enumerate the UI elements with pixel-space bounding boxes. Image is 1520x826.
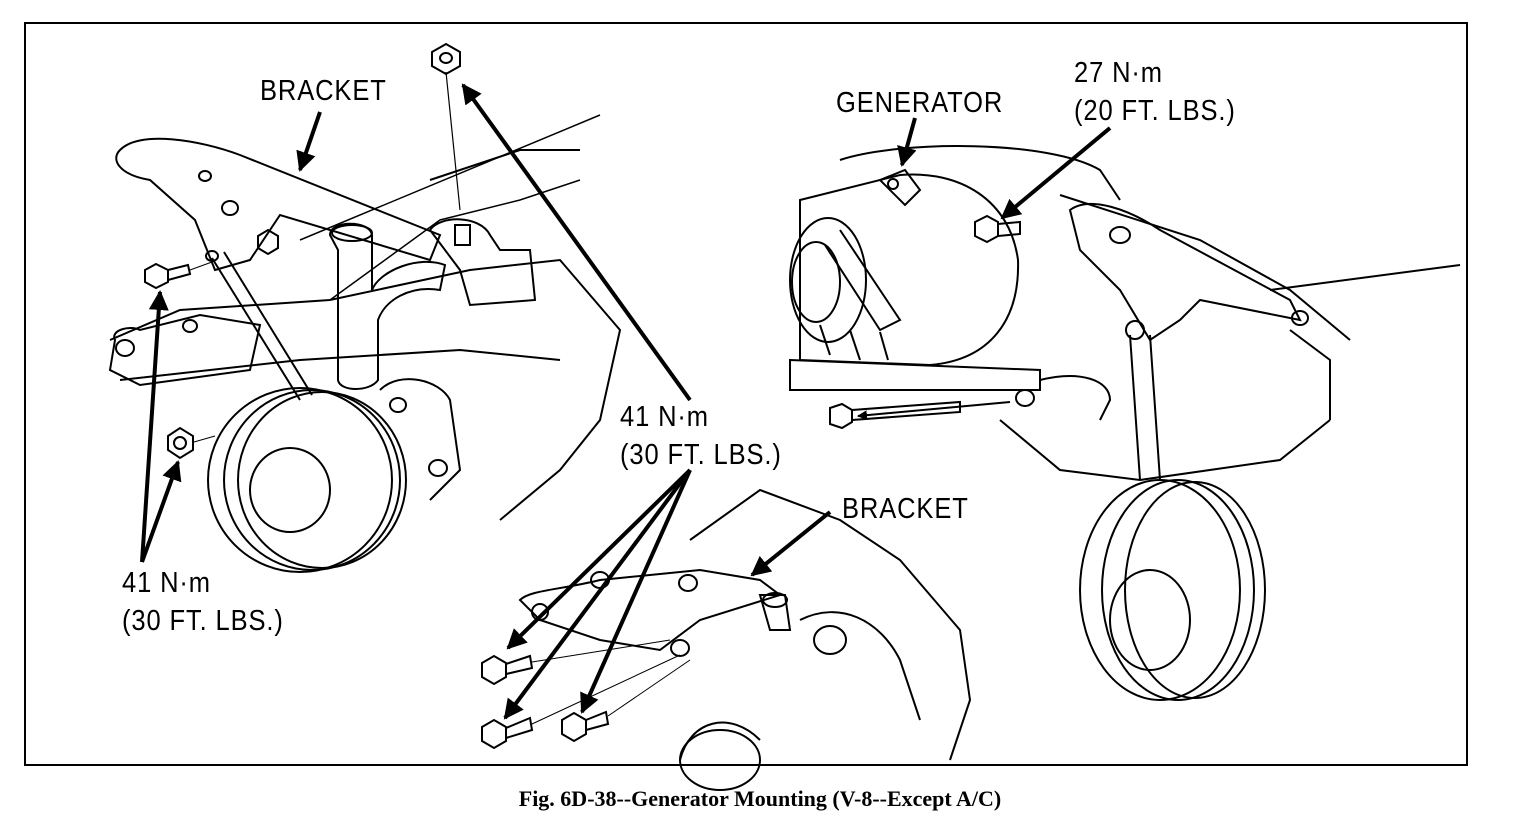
label-torque-27-nm: 27 N·m [1074, 57, 1163, 89]
bottom-bracket-detail [481, 488, 972, 791]
arrow-27nm [1000, 126, 1112, 220]
label-torque-27-ft: (20 FT. LBS.) [1074, 95, 1236, 127]
arrow-bracket-bottom [750, 510, 832, 577]
right-pulley [1079, 479, 1266, 701]
left-engine-view [108, 42, 622, 573]
right-adjusting-bracket [1068, 202, 1309, 342]
arrow-long-bolt [857, 401, 1011, 421]
generator-unit [789, 168, 1020, 367]
right-generator-view [789, 145, 1461, 701]
label-torque-41-center-ft: (30 FT. LBS.) [620, 439, 782, 471]
label-bracket-top: BRACKET [260, 75, 387, 107]
arrow-41-left-to-nut [140, 460, 182, 563]
label-torque-41-left-ft: (30 FT. LBS.) [122, 605, 284, 637]
label-torque-41-left-nm: 41 N·m [122, 567, 211, 599]
upper-left-bracket [115, 137, 442, 272]
label-bracket-bottom: BRACKET [842, 493, 969, 525]
arrow-41-left-to-bolt [140, 290, 169, 563]
arrow-41-center-to-bolt-2 [503, 468, 692, 720]
arrow-bracket-top [296, 111, 322, 172]
arrow-41-center-to-bolt-1 [506, 468, 692, 650]
arrow-41-center-to-nut [461, 83, 692, 402]
arrow-generator [897, 117, 917, 167]
callout-arrows [140, 83, 1112, 720]
figure-caption: Fig. 6D-38--Generator Mounting (V-8--Exc… [518, 786, 1002, 811]
left-pulley [207, 387, 407, 573]
arrow-41-center-to-bolt-3 [580, 469, 692, 714]
label-torque-41-center-nm: 41 N·m [620, 401, 709, 433]
label-generator: GENERATOR [836, 87, 1004, 119]
